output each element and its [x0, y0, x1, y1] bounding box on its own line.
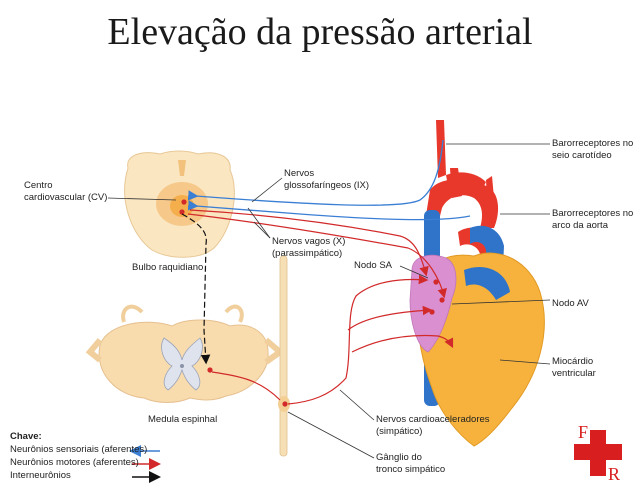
sympathetic-trunk: [278, 255, 290, 457]
legend-title: Chave:: [10, 431, 42, 442]
label-cardioaceleradores: Nervos cardioaceleradores(simpático): [376, 414, 490, 437]
interneuron: [181, 213, 211, 365]
logo-letter-r: R: [608, 464, 620, 484]
leader-lines: [107, 143, 551, 459]
medulla-oblongata: [124, 150, 235, 258]
label-vagos: Nervos vagos (X)(parassimpático): [272, 236, 346, 259]
fr-cross-logo: F R: [574, 422, 622, 484]
page-title: Elevação da pressão arterial: [107, 11, 533, 53]
spinal-cord: [85, 304, 285, 403]
key-arrows: [129, 445, 161, 483]
legend-motor: Neurônios motores (aferentes): [10, 457, 139, 468]
legend-sensory: Neurônios sensoriais (aferentes): [10, 444, 148, 455]
label-bulbo: Bulbo raquidiano: [132, 262, 204, 273]
label-nodo-sa: Nodo SA: [354, 260, 393, 271]
label-medula: Medula espinhal: [148, 414, 218, 425]
legend: Chave: Neurônios sensoriais (aferentes) …: [10, 430, 147, 482]
logo-letter-f: F: [578, 422, 588, 442]
legend-inter: Interneurônios: [10, 470, 71, 481]
motor-neurons: [187, 209, 454, 405]
sensory-neurons: [187, 139, 471, 221]
label-nodo-av: Nodo AV: [552, 298, 589, 309]
